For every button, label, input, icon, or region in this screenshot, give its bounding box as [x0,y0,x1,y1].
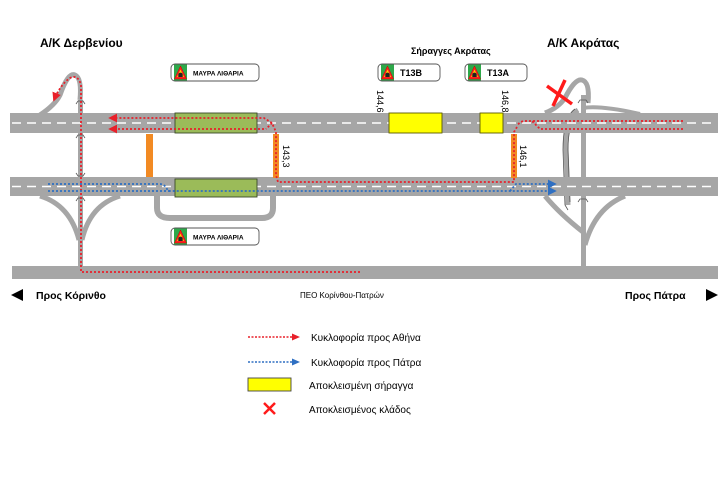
route-patra-lane2-east [509,179,557,192]
route-athens-derveni-loop [52,76,360,273]
sign-mavra-litharia-top: ΜΑΥΡΑ ΛΙΘΑΡΙΑ [170,63,260,82]
sign-label: Τ13Β [400,68,423,78]
sign-t13a: Τ13Α [464,63,528,82]
direction-corinth: Προς Κόρινθο [36,290,106,302]
tunnel-warning-icon [467,64,482,81]
legend-label: Αποκλεισμένος κλάδος [309,404,411,416]
route-patra-lane1 [48,183,557,196]
closed-branch-x-icon [545,79,574,107]
legend-label: Κυκλοφορία προς Πάτρα [311,357,421,369]
legend: Κυκλοφορία προς Αθήνα Κυκλοφορία προς Πά… [247,332,421,416]
sign-label: Τ13Α [487,68,510,78]
route-to-patra [48,179,557,196]
road-network [10,72,718,279]
derveni-ramp-sw [39,193,82,241]
legend-item-closed-tunnel: Αποκλεισμένη σήραγγα [247,377,414,392]
legend-label: Κυκλοφορία προς Αθήνα [311,332,421,344]
akrata-ramp-sw [543,194,585,234]
legend-item-athens: Κυκλοφορία προς Αθήνα [248,332,421,344]
sign-label: ΜΑΥΡΑ ΛΙΘΑΡΙΑ [193,235,244,242]
route-athens-merge [265,122,273,130]
sign-mavra-litharia-bottom: ΜΑΥΡΑ ΛΙΘΑΡΙΑ [170,227,260,246]
chainage-t13b: 144,6 [375,90,385,113]
sign-label: ΜΑΥΡΑ ΛΙΘΑΡΙΑ [193,71,244,78]
sign-t13b: Τ13Β [377,63,441,82]
crossover-143-3 [273,134,279,178]
old-road-label: ΠΕΟ Κορίνθου-Πατρών [300,291,384,300]
chainage-crossover-east: 146,1 [518,145,528,168]
tunnel-mavra-litharia-athens [174,112,258,134]
mavra-litharia-bypass-road [154,195,276,221]
crossover-west-unused [146,134,153,177]
interchange-derveni-label: Α/Κ Δερβενίου [40,36,123,50]
closed-tunnel-swatch [247,377,292,392]
old-national-road [12,266,718,279]
blue-arrow-icon [292,358,300,366]
tunnel-group-title: Σήραγγες Ακράτας [411,46,491,56]
red-arrow-icon [292,333,300,341]
chainage-t13a: 146,8 [500,90,510,113]
akrata-ramp-se [582,193,626,246]
tunnel-t13a-closed [479,112,504,134]
arrow-right-icon [706,289,718,301]
chainage-crossover-west: 143,3 [281,145,291,168]
akrata-loop-ramp-closed [544,77,591,116]
direction-patra: Προς Πάτρα [625,290,686,302]
interchange-akrata-label: Α/Κ Ακράτας [547,36,619,50]
route-to-athens [52,76,683,273]
derveni-ramp-se [79,193,121,241]
legend-item-patra: Κυκλοφορία προς Πάτρα [248,357,421,369]
tunnel-warning-icon [380,64,395,81]
tunnel-warning-icon [173,228,188,245]
tunnel-t13b-closed [388,112,443,134]
legend-label: Αποκλεισμένη σήραγγα [309,380,414,392]
tunnel-warning-icon [173,64,188,81]
legend-item-closed-branch: Αποκλεισμένος κλάδος [263,402,411,416]
tunnel-mavra-litharia-patra [174,178,258,198]
arrow-left-icon [11,289,23,301]
derveni-loop-ramp [38,72,83,118]
akrata-ramp-ne [582,105,641,116]
red-x-icon [263,402,276,415]
